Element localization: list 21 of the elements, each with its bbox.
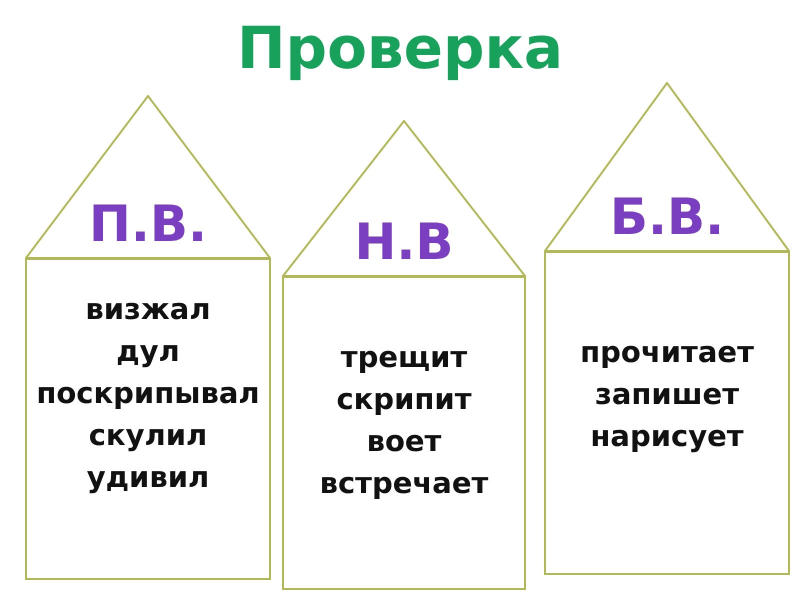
word-text: скрипит xyxy=(336,381,472,418)
word-text: встречает xyxy=(320,465,488,502)
word-text: визжал xyxy=(85,291,211,328)
roof-triangle xyxy=(544,82,790,252)
roof-triangle xyxy=(282,120,526,277)
word-text: воет xyxy=(366,423,442,460)
word-text: прочитает xyxy=(580,334,754,371)
word-text: нарисует xyxy=(590,418,744,456)
roof-triangle xyxy=(25,95,271,259)
word-text: запишет xyxy=(594,376,740,414)
house-wall xyxy=(544,251,790,575)
word-text: удивил xyxy=(86,459,210,496)
roof-label: Б.В. xyxy=(610,188,724,246)
word-text: скулил xyxy=(88,417,208,454)
roof-label: П.В. xyxy=(89,195,207,253)
house-wall xyxy=(25,258,271,580)
word-text: трещит xyxy=(340,339,468,376)
word-text: дул xyxy=(116,333,180,370)
roof-label: Н.В xyxy=(354,213,454,271)
title-text: Проверка xyxy=(236,14,564,82)
word-text: поскрипывал xyxy=(36,375,260,412)
